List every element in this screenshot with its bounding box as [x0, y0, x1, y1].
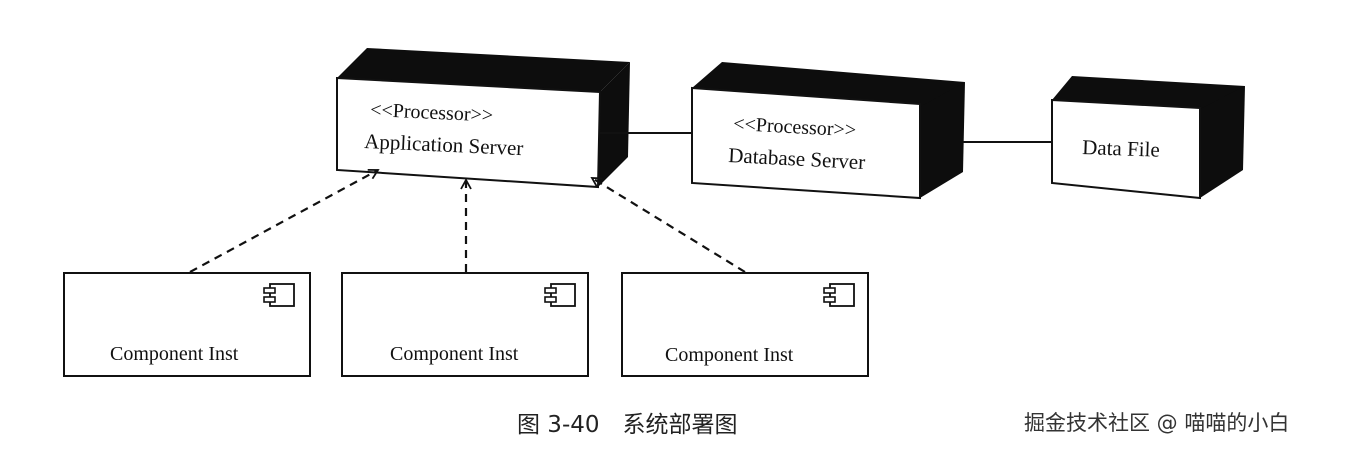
- component-instance-1: Component Inst: [63, 272, 311, 377]
- component-label: Component Inst: [665, 344, 794, 366]
- dependency-arrow-3: [590, 177, 746, 273]
- component-icon: [823, 283, 855, 307]
- component-icon: [544, 283, 576, 307]
- application-server-node: <<Processor>> Application Server: [336, 48, 630, 189]
- figure-caption: 图 3-40 系统部署图: [517, 412, 738, 438]
- data-file-node: Data File: [1051, 76, 1245, 200]
- component-instance-2: Component Inst: [341, 272, 589, 377]
- component-instance-3: Component Inst: [621, 272, 869, 377]
- dependency-arrow-1: [189, 168, 380, 273]
- watermark: 掘金技术社区 @ 喵喵的小白: [1024, 411, 1289, 435]
- database-server-node: <<Processor>> Database Server: [691, 62, 965, 200]
- component-icon: [263, 283, 295, 307]
- component-label: Component Inst: [110, 343, 239, 365]
- data-file-name: Data File: [1082, 135, 1160, 162]
- component-label: Component Inst: [390, 343, 519, 365]
